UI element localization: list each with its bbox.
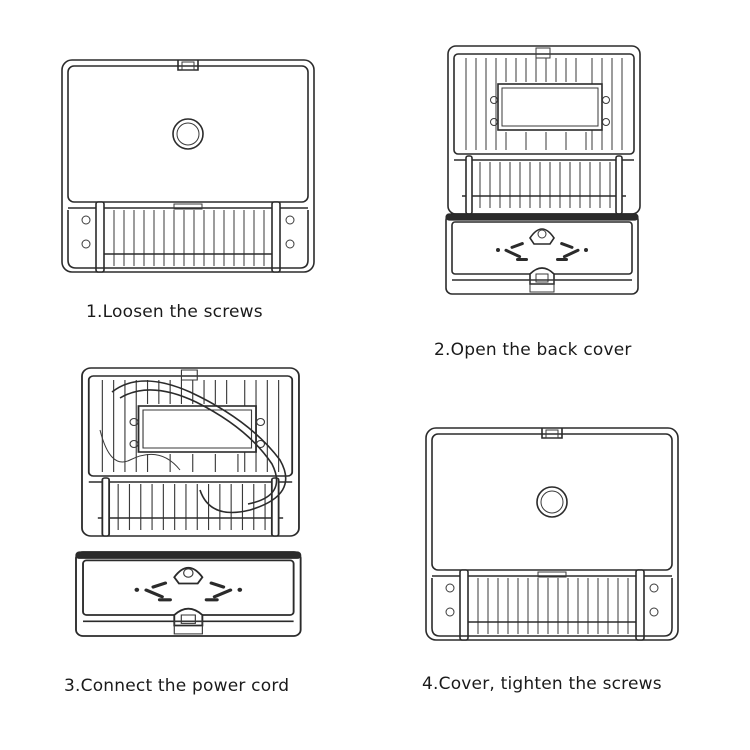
step-4-illustration: [425, 427, 679, 641]
step-1-caption: 1.Loosen the screws: [86, 302, 263, 322]
step-1-illustration: [61, 59, 315, 273]
step-3-illustration: [75, 367, 302, 637]
step-2-caption: 2.Open the back cover: [434, 340, 632, 360]
step-2-illustration: [445, 45, 641, 295]
step-4-caption: 4.Cover, tighten the screws: [422, 674, 662, 694]
step-3-caption: 3.Connect the power cord: [64, 676, 290, 696]
power-cord: [99, 380, 287, 514]
